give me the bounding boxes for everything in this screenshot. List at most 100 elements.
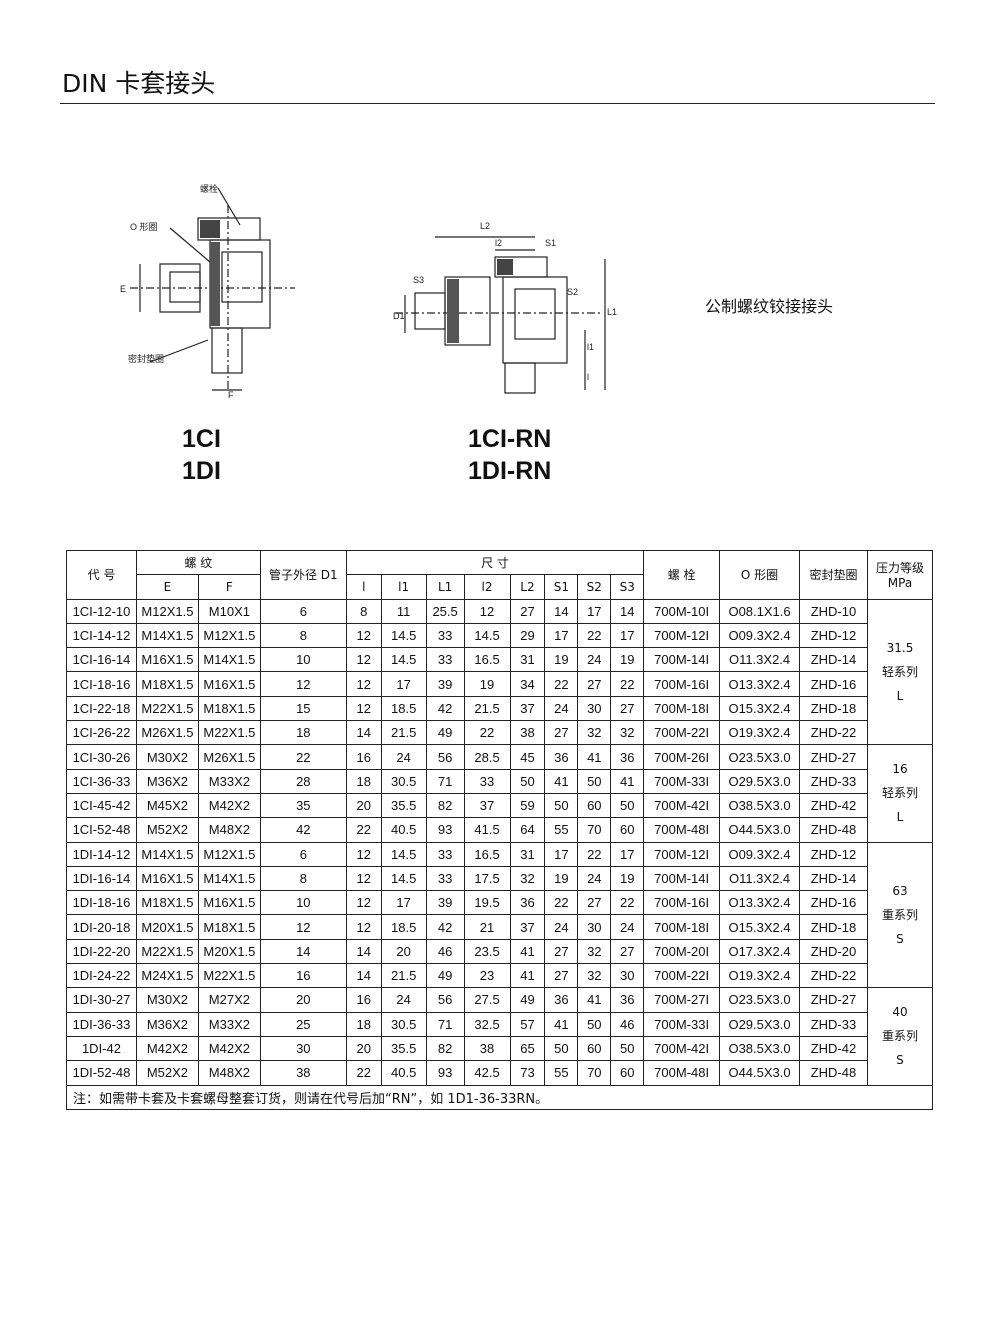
label-L1: L1 xyxy=(607,307,617,317)
page-title: DIN 卡套接头 xyxy=(62,69,216,98)
table-cell: 32.5 xyxy=(463,1011,511,1037)
table-cell: M45X2 xyxy=(135,792,199,819)
header-e: E xyxy=(135,574,199,600)
table-cell: 40.5 xyxy=(380,817,427,843)
table-cell: ZHD-27 xyxy=(799,744,868,770)
table-cell: 22 xyxy=(610,671,645,697)
table-cell: 14 xyxy=(259,938,347,965)
table-cell: 6 xyxy=(259,598,347,624)
pressure-value: 31.5 xyxy=(886,640,914,655)
table-cell: 27 xyxy=(610,938,645,965)
header-oring: O 形圈 xyxy=(719,550,801,600)
table-cell: 700M-12I xyxy=(643,622,721,649)
table-cell: 50 xyxy=(610,792,645,819)
header-S1: S1 xyxy=(544,574,579,600)
table-cell: O13.3X2.4 xyxy=(719,890,801,916)
table-cell: 22 xyxy=(544,671,579,697)
table-cell: O44.5X3.0 xyxy=(719,817,801,843)
table-cell: 93 xyxy=(425,1060,465,1086)
table-cell: 24 xyxy=(610,914,645,940)
table-cell: M22X1.5 xyxy=(135,938,199,965)
table-cell: 1CI-52-48 xyxy=(66,817,137,843)
table-cell: M33X2 xyxy=(197,768,261,794)
table-cell: M24X1.5 xyxy=(135,963,199,989)
table-cell: 14.5 xyxy=(380,647,427,673)
table-cell: 14.5 xyxy=(380,841,427,867)
table-cell: 12 xyxy=(345,647,382,673)
table-cell: 1DI-42 xyxy=(66,1035,137,1062)
table-cell: O38.5X3.0 xyxy=(719,792,801,819)
header-S3: S3 xyxy=(610,574,645,600)
table-cell: 700M-10I xyxy=(643,598,721,624)
table-cell: 50 xyxy=(544,1035,579,1062)
table-cell: O23.5X3.0 xyxy=(719,987,801,1013)
table-cell: 70 xyxy=(577,1060,612,1086)
table-cell: M48X2 xyxy=(197,817,261,843)
table-cell: 19.5 xyxy=(463,890,511,916)
table-cell: 8 xyxy=(345,598,382,624)
pressure-series: 重系列 xyxy=(881,907,918,922)
table-cell: 21.5 xyxy=(380,720,427,746)
table-cell: M30X2 xyxy=(135,987,199,1013)
table-cell: 14 xyxy=(345,938,382,965)
table-cell: 46 xyxy=(425,938,465,965)
label-l2: l2 xyxy=(495,238,502,248)
table-cell: 16 xyxy=(259,963,347,989)
table-cell: 18 xyxy=(345,1011,382,1037)
header-f: F xyxy=(197,574,261,600)
table-cell: 700M-26I xyxy=(643,744,721,770)
table-cell: O11.3X2.4 xyxy=(719,647,801,673)
table-cell: ZHD-33 xyxy=(799,1011,868,1037)
table-cell: M22X1.5 xyxy=(197,720,261,746)
table-cell: 33 xyxy=(425,865,465,892)
table-cell: 71 xyxy=(425,768,465,794)
table-cell: 12 xyxy=(345,622,382,649)
table-cell: M42X2 xyxy=(135,1035,199,1062)
table-cell: M52X2 xyxy=(135,817,199,843)
table-cell: 38 xyxy=(509,720,546,746)
table-cell: 15 xyxy=(259,695,347,722)
table-cell: 25 xyxy=(259,1011,347,1037)
table-cell: 27 xyxy=(544,963,579,989)
label-oring: O 形圈 xyxy=(130,221,158,232)
table-cell: 35.5 xyxy=(380,792,427,819)
table-cell: 42.5 xyxy=(463,1060,511,1086)
label-f: F xyxy=(228,390,234,400)
table-cell: 33 xyxy=(425,647,465,673)
table-cell: 700M-22I xyxy=(643,720,721,746)
table-cell: 41 xyxy=(509,938,546,965)
table-cell: 12 xyxy=(345,841,382,867)
table-cell: M18X1.5 xyxy=(197,914,261,940)
table-cell: 42 xyxy=(259,817,347,843)
table-cell: 30 xyxy=(577,914,612,940)
table-cell: 60 xyxy=(610,817,645,843)
table-cell: 50 xyxy=(577,768,612,794)
table-cell: 14.5 xyxy=(463,622,511,649)
table-cell: 37 xyxy=(463,792,511,819)
table-cell: ZHD-18 xyxy=(799,914,868,940)
label-seal: 密封垫圈 xyxy=(128,353,164,364)
table-cell: 12 xyxy=(259,671,347,697)
table-cell: O19.3X2.4 xyxy=(719,963,801,989)
table-cell: 17 xyxy=(380,671,427,697)
table-cell: ZHD-48 xyxy=(799,1060,868,1086)
table-cell: 22 xyxy=(577,622,612,649)
table-cell: O09.3X2.4 xyxy=(719,841,801,867)
table-cell: M16X1.5 xyxy=(197,671,261,697)
table-cell: O15.3X2.4 xyxy=(719,695,801,722)
table-cell: O44.5X3.0 xyxy=(719,1060,801,1086)
table-cell: 42 xyxy=(425,914,465,940)
table-cell: M42X2 xyxy=(197,1035,261,1062)
table-cell: ZHD-12 xyxy=(799,841,868,867)
table-cell: 1CI-12-10 xyxy=(66,598,137,624)
table-cell: ZHD-42 xyxy=(799,1035,868,1062)
table-cell: 30.5 xyxy=(380,768,427,794)
table-cell: 19 xyxy=(610,865,645,892)
pressure-code: L xyxy=(896,810,904,825)
table-cell: 1DI-52-48 xyxy=(66,1060,137,1086)
